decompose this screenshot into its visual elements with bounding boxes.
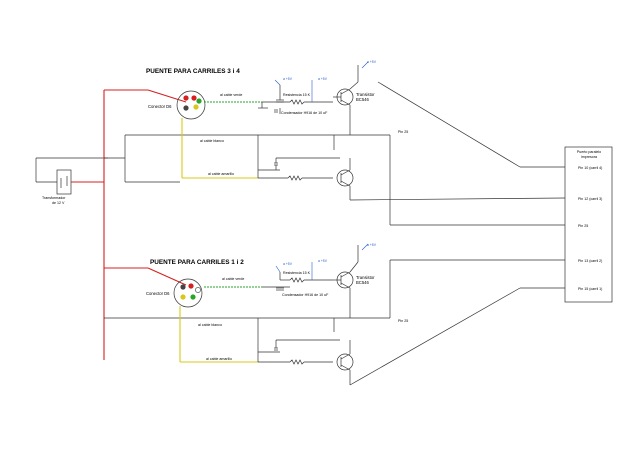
bottom-transistor-label: Transistor bbox=[356, 275, 375, 280]
top-resistor-1 bbox=[289, 99, 305, 105]
top-circuit: PUENTE PARA CARRILES 3 i 4 Conector D6 a… bbox=[146, 60, 377, 200]
top-pin-red bbox=[183, 95, 189, 101]
bottom-bridge-title: PUENTE PARA CARRILES 1 i 2 bbox=[150, 259, 244, 266]
bottom-green-label: al cable verde bbox=[222, 277, 244, 281]
top-transistor-label: Transistor bbox=[356, 92, 375, 97]
top-resistor-2 bbox=[287, 175, 303, 181]
port-pin-15: Pin 15 (carril 1) bbox=[578, 287, 602, 291]
port-pin-13: Pin 13 (carril 2) bbox=[578, 259, 602, 263]
port-subtitle: impresora bbox=[581, 155, 597, 159]
transformer-label: Transformador bbox=[42, 196, 66, 200]
port-connections: Pin 25 Pin 25 bbox=[349, 81, 566, 386]
transformer-voltage: de 12 V bbox=[52, 201, 65, 205]
bottom-resistor-1 bbox=[289, 277, 305, 283]
top-white-label: al cable blanco bbox=[200, 139, 224, 143]
bottom-connector bbox=[173, 278, 203, 308]
bottom-transistor-model: BC546 bbox=[356, 280, 369, 285]
bottom-capacitor-label: Condensador H916 de 10 uF bbox=[282, 293, 329, 297]
top-pin-red2 bbox=[191, 95, 197, 101]
bottom-resistor-2 bbox=[289, 359, 305, 365]
bottom-pin25-label: Pin 25 bbox=[398, 319, 408, 323]
bottom-pin-white bbox=[195, 287, 201, 293]
top-connector bbox=[176, 90, 206, 120]
top-vcc-3: a +5V bbox=[367, 60, 377, 64]
top-transistor-2 bbox=[336, 169, 354, 187]
top-yellow-label: al cable amarillo bbox=[208, 172, 234, 176]
top-capacitor-label: Condensador H916 de 10 uF bbox=[281, 111, 328, 115]
bottom-pin-black bbox=[180, 284, 186, 290]
bottom-vcc-2: a +5V bbox=[318, 259, 328, 263]
bottom-resistor-label: Resistencia 15 K bbox=[283, 271, 311, 275]
bottom-ground-rail bbox=[104, 260, 391, 319]
top-green-label: al cable verde bbox=[220, 93, 242, 97]
top-pin-black bbox=[183, 105, 189, 111]
top-resistor-label: Resistencia 15 K bbox=[283, 93, 311, 97]
top-vcc-1: a +5V bbox=[283, 77, 293, 81]
top-pin-green bbox=[196, 98, 202, 104]
bottom-connector-label: Conector D6 bbox=[146, 291, 170, 296]
top-transistor-model: BC546 bbox=[356, 97, 369, 102]
bottom-yellow-label: al cable amarillo bbox=[206, 357, 232, 361]
top-connector-label: Conector D6 bbox=[148, 104, 172, 109]
bottom-pin-green bbox=[190, 294, 196, 300]
top-bridge-title: PUENTE PARA CARRILES 3 i 4 bbox=[146, 68, 240, 75]
bottom-circuit: PUENTE PARA CARRILES 1 i 2 Conector D6 a… bbox=[146, 243, 377, 385]
bottom-vcc-1: a +5V bbox=[283, 262, 293, 266]
bottom-pin-yellow bbox=[180, 294, 186, 300]
bottom-vcc-3: a +5V bbox=[367, 243, 377, 247]
top-pin25-label: Pin 25 bbox=[398, 130, 408, 134]
top-pin-yellow bbox=[193, 104, 199, 110]
port-pin-25: Pin 25 bbox=[578, 224, 588, 228]
port-title: Puerto paralelo bbox=[577, 150, 601, 154]
port-pin-12: Pin 12 (carril 3) bbox=[578, 197, 602, 201]
parallel-port-box bbox=[564, 146, 613, 303]
transformer: Transformador de 12 V bbox=[35, 157, 108, 205]
red-power-wires bbox=[71, 89, 187, 360]
bottom-white-label: al cable blanco bbox=[198, 323, 222, 327]
top-vcc-2: a +5V bbox=[318, 77, 328, 81]
port-pin-10: Pin 10 (carril 4) bbox=[578, 166, 602, 170]
bottom-pin-red bbox=[188, 283, 194, 289]
bottom-transistor-2 bbox=[336, 353, 354, 371]
transformer-box bbox=[56, 169, 72, 195]
top-ground-rail bbox=[104, 134, 391, 225]
parallel-port: Puerto paralelo impresora Pin 10 (carril… bbox=[564, 146, 613, 303]
